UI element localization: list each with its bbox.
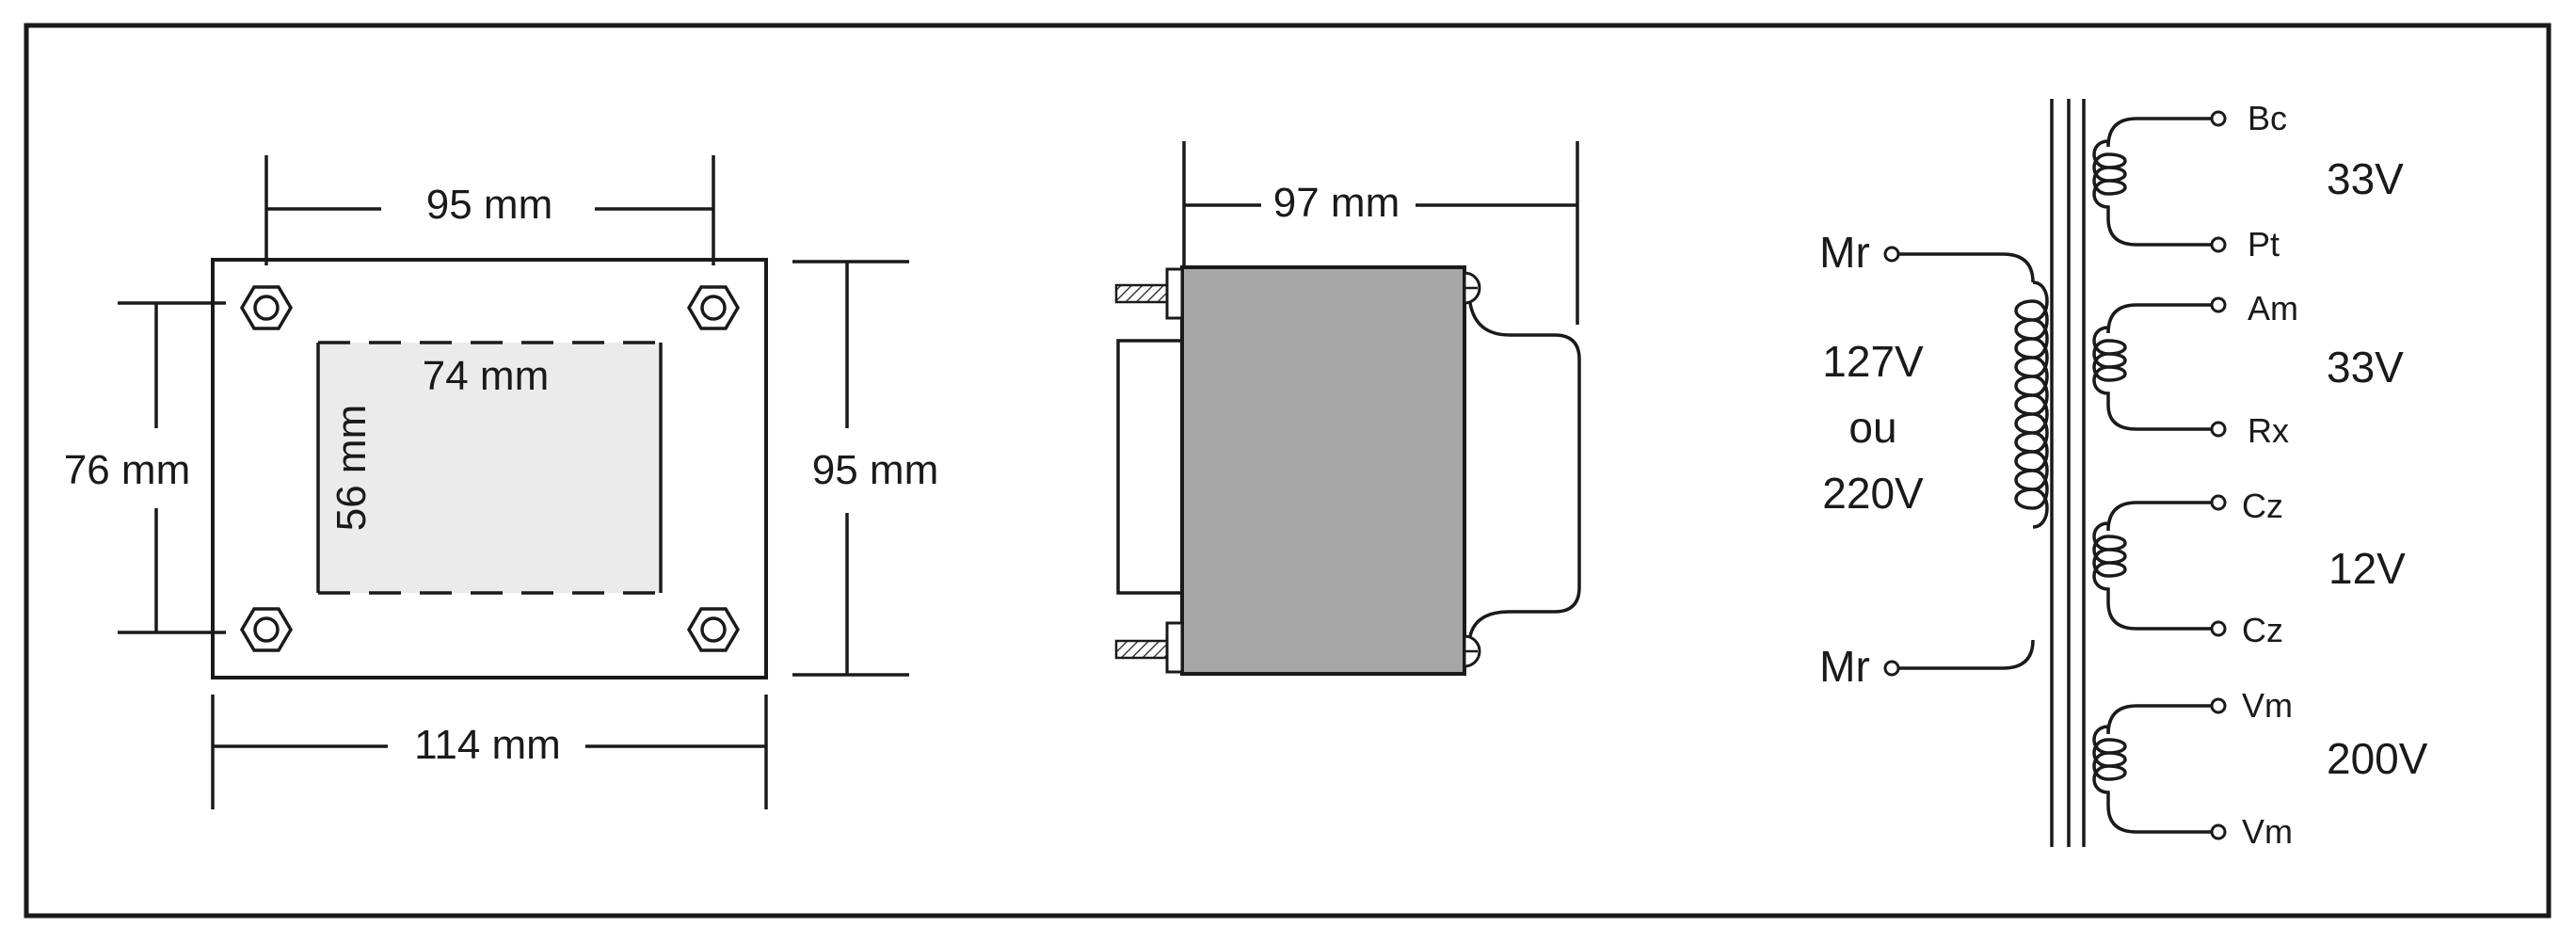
bolt-icon [1114, 621, 1184, 674]
secondary-1-top: Bc [2248, 99, 2287, 137]
window-outline [316, 341, 663, 595]
secondary-1-bottom: Pt [2248, 225, 2280, 264]
secondary-winding-1 [2092, 110, 2227, 253]
hex-nut-icon [686, 285, 741, 330]
primary-terminal-top: Mr [1819, 228, 1870, 277]
window-area [318, 343, 661, 593]
secondary-2-top: Am [2248, 289, 2298, 328]
secondary-3-bottom: Cz [2242, 611, 2283, 649]
screw-head-icon [1463, 634, 1481, 668]
dim-width-bottom: 114 mm [414, 722, 561, 768]
primary-terminal-bottom: Mr [1819, 642, 1870, 691]
secondary-4-bottom: Vm [2242, 812, 2293, 851]
screw-head-icon [1463, 271, 1481, 305]
primary-voltage-3: 220V [1822, 469, 1924, 518]
dim-width-top: 95 mm [426, 182, 552, 228]
dim-lines-depth [1182, 141, 1579, 325]
secondary-2-voltage: 33V [2327, 343, 2404, 392]
primary-voltage-2: ou [1848, 403, 1896, 452]
coil-body [1116, 339, 1186, 595]
secondary-winding-4 [2092, 697, 2227, 840]
secondary-3-voltage: 12V [2328, 544, 2406, 593]
front-view: 95 mm 114 mm 76 mm 95 mm 74 mm 56 mm [64, 155, 938, 809]
primary-winding [1883, 246, 2049, 677]
hex-nut-icon [239, 607, 294, 652]
outer-frame [24, 23, 2552, 919]
dim-height-left: 76 mm [64, 447, 190, 493]
transformer-core-lines [2050, 99, 2086, 847]
schematic: Mr Mr 127V ou 220V Bc Pt 33V Am Rx 33V C… [1819, 99, 2428, 851]
dim-lines-left [118, 301, 226, 634]
side-view: 97 mm [1114, 141, 1581, 676]
secondary-3-top: Cz [2242, 487, 2283, 525]
secondary-4-top: Vm [2242, 686, 2293, 725]
hex-nut-icon [686, 607, 741, 652]
secondary-4-voltage: 200V [2327, 734, 2428, 783]
core-laminations [1180, 265, 1466, 676]
dim-window-height: 56 mm [328, 405, 375, 531]
secondary-winding-2 [2092, 296, 2227, 438]
dim-window-width: 74 mm [423, 353, 549, 399]
mounting-strap [1468, 302, 1581, 637]
secondary-winding-3 [2092, 494, 2227, 637]
dim-lines-right [792, 260, 909, 677]
dim-lines-bottom [211, 695, 768, 809]
dim-lines-top [264, 155, 715, 265]
bolt-icon [1114, 267, 1184, 320]
hex-nut-icon [239, 285, 294, 330]
secondary-2-bottom: Rx [2248, 411, 2289, 450]
dim-height-right: 95 mm [812, 447, 938, 493]
secondary-1-voltage: 33V [2327, 154, 2404, 203]
primary-voltage-1: 127V [1822, 337, 1924, 386]
front-plate [211, 258, 768, 679]
dim-depth: 97 mm [1273, 180, 1400, 226]
